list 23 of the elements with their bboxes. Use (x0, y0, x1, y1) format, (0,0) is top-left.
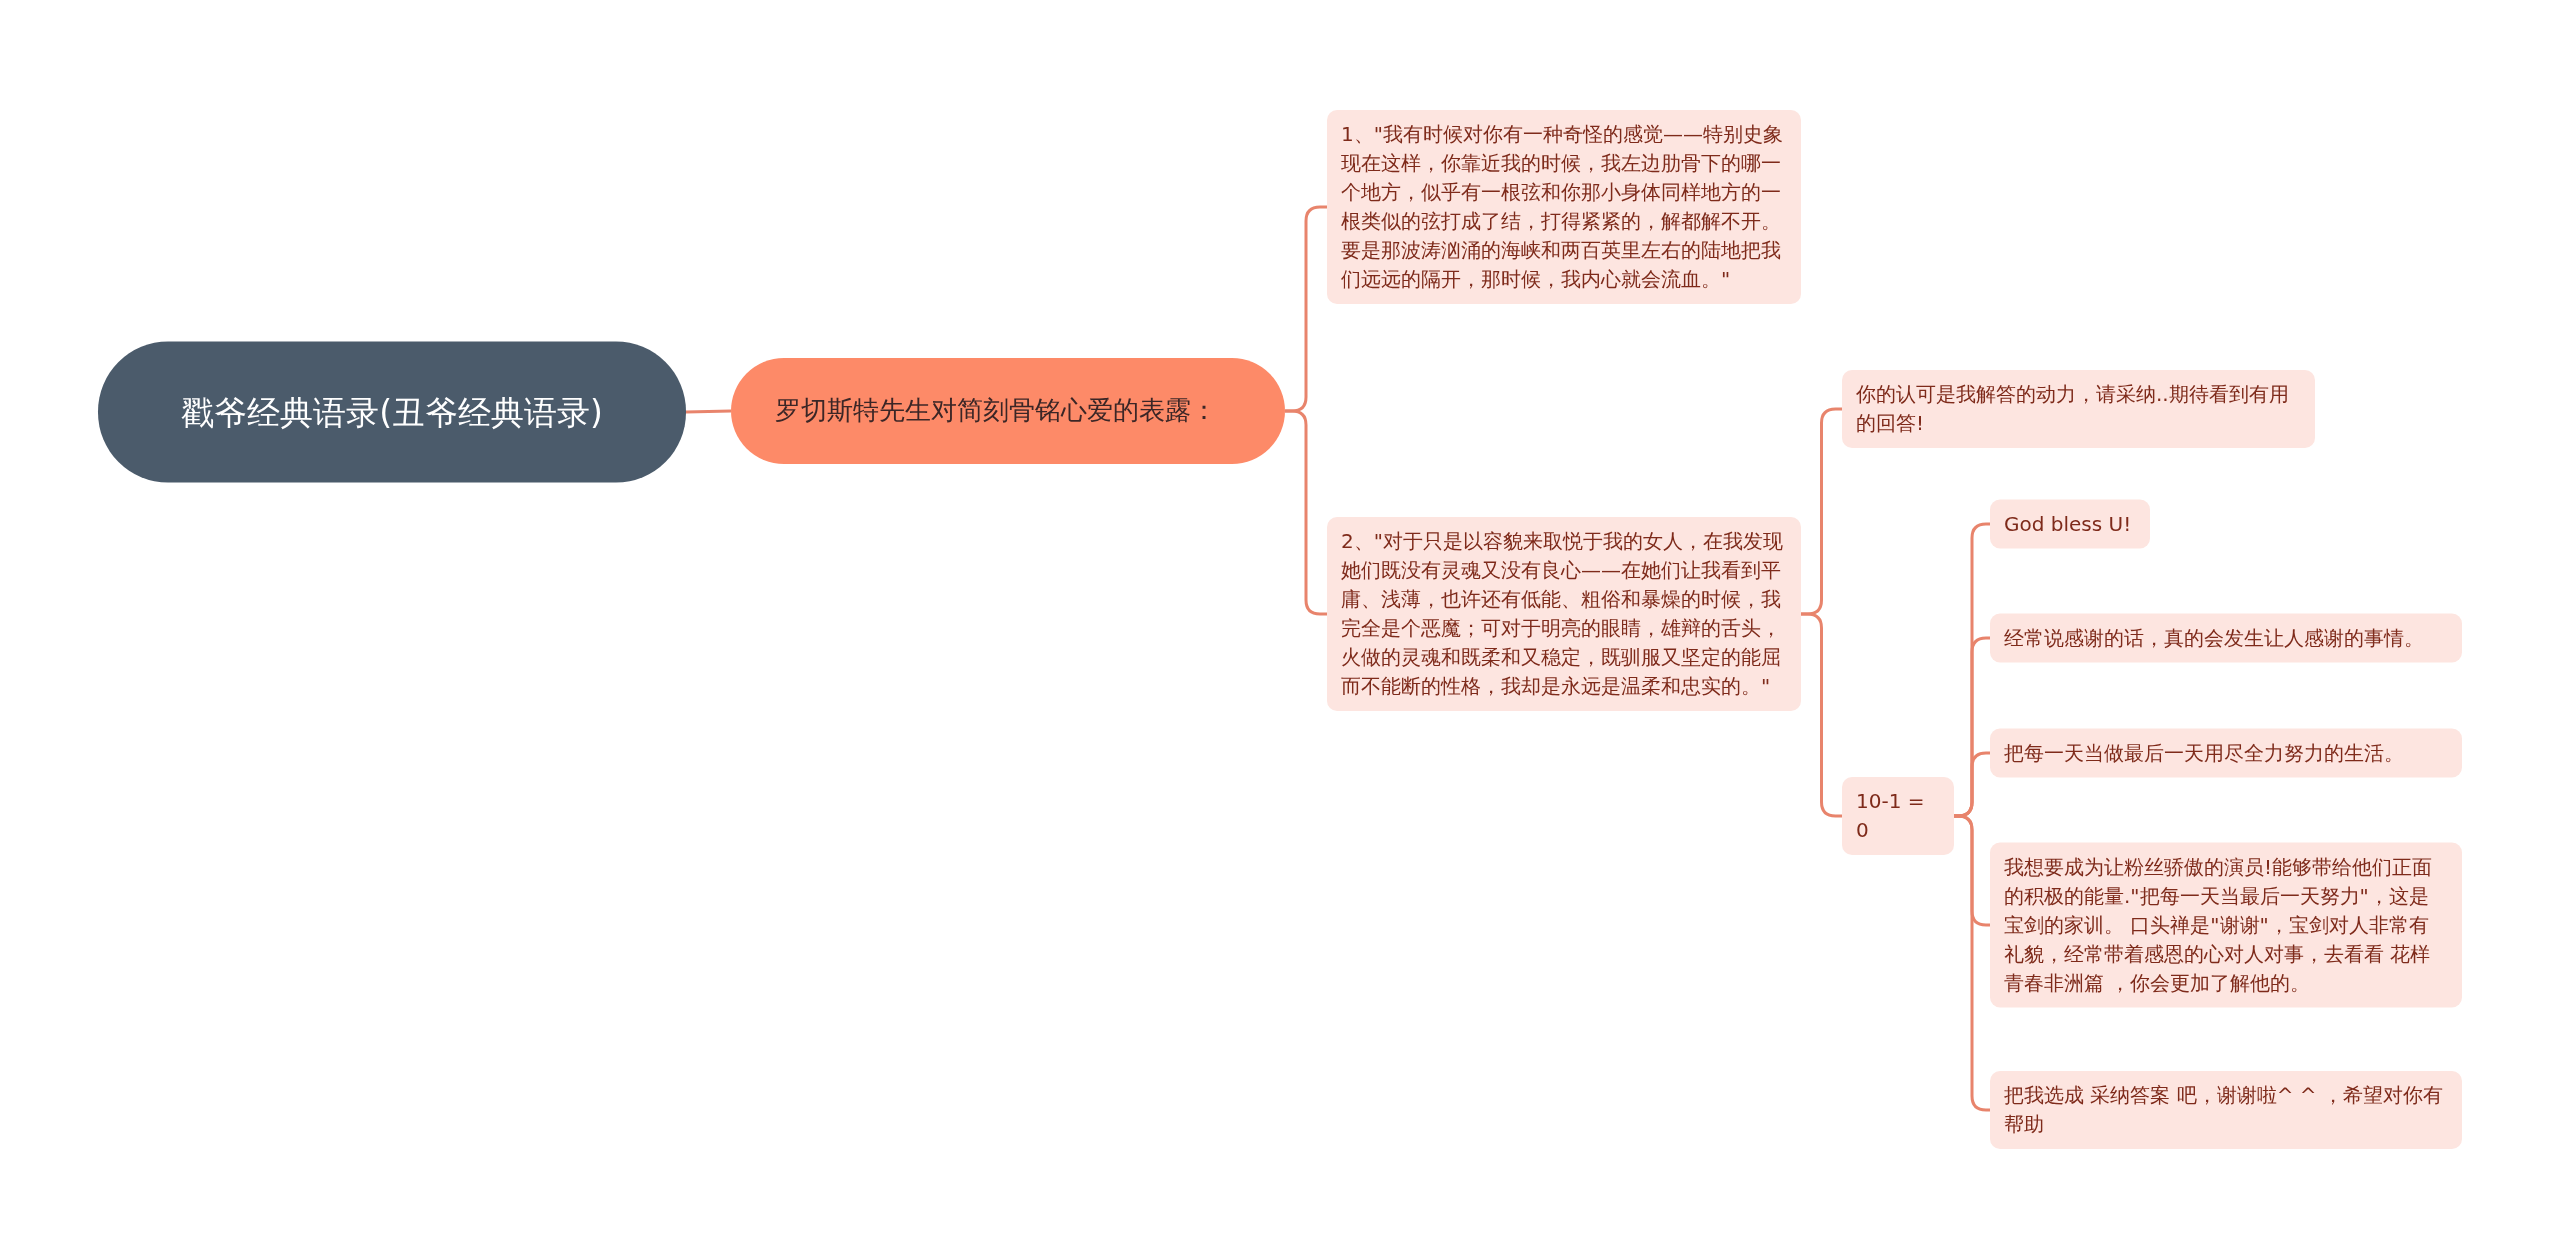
subtopic-box (1842, 777, 1954, 855)
topic-text: 我想要成为让粉丝骄傲的演员!能够带给他们正面的积极的能量."把每一天当最后一天努力"，这是宝剑的家训。 口头禅是"谢谢"，宝剑对人非常有礼貌，经常带着感恩的心对人对事，去看看 花样青春非洲篇 ，你会更加了解他的。 (2004, 853, 2434, 997)
subtopic-box (1990, 1071, 2462, 1149)
subtopic-box (1990, 842, 2462, 1008)
topic-text: 你的认可是我解答的动力，请采纳..期待看到有用的回答! (1856, 381, 2290, 437)
topic-text: 罗切斯特先生对简刻骨铭心爱的表露： (775, 394, 1217, 428)
topic-text: 把我选成 采纳答案 吧，谢谢啦^ ^ ，希望对你有帮助 (2004, 1082, 2444, 1138)
subtopic-box (1990, 613, 2462, 663)
topic-text: 10-1 = 0 (1856, 788, 1926, 844)
subtopic-box (1327, 110, 1801, 304)
connector (1801, 612, 1842, 818)
subtopic-box (1327, 517, 1801, 711)
topic-text: 把每一天当做最后一天用尽全力努力的生活。 (2004, 739, 2404, 767)
topic-text: 戳爷经典语录(丑爷经典语录) (181, 391, 603, 434)
subtopic-box (1842, 370, 2315, 448)
topic-text: 经常说感谢的话，真的会发生让人感谢的事情。 (2004, 624, 2424, 652)
topic-text: 2、"对于只是以容貌来取悦于我的女人，在我发现她们既没有灵魂又没有良心——在她们让我看到平庸、浅薄，也许还有低能、粗俗和暴燥的时候，我完全是个恶魔；可对于明亮的眼睛，雄辩的舌头，火做的灵魂和既柔和又稳定，既驯服又坚定的能屈而不能断的性格，我却是永远是温柔和忠实的。" (1341, 528, 1784, 700)
subtopic-box (1990, 499, 2150, 549)
subtopic-box (1990, 728, 2462, 778)
topic-text: God bless U! (2004, 510, 2132, 538)
topic-text: 1、"我有时候对你有一种奇怪的感觉——特别史象现在这样，你靠近我的时候，我左边肋骨下的哪一个地方，似乎有一根弦和你那小身体同样地方的一根类似的弦打成了结，打得紧紧的，解都解不开。要是那波涛汹涌的海峡和两百英里左右的陆地把我们远远的隔开，那时候，我内心就会流血。" (1341, 121, 1784, 293)
connector (1285, 409, 1327, 616)
connector (685, 409, 732, 414)
